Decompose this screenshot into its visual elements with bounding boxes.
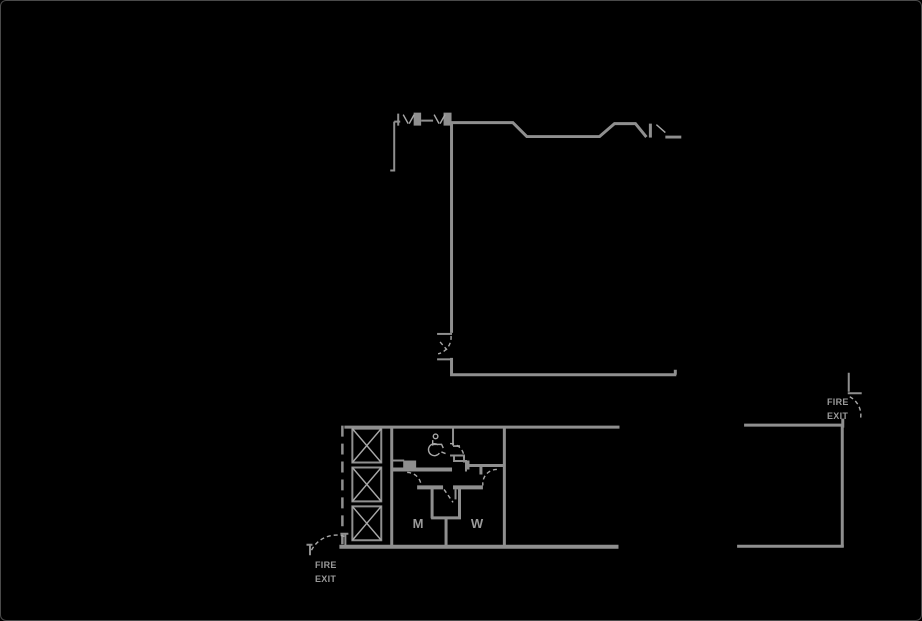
mid-door-swing-arc [437, 335, 452, 355]
upper-floor-outline [390, 112, 682, 172]
restroom-walls [391, 426, 504, 548]
fire-exit-lower-swing [310, 534, 345, 551]
womens-restroom-label: W [470, 516, 484, 531]
fire-exit-upper-jamb [847, 372, 862, 395]
corridor-east-wall [450, 357, 677, 377]
east-room-walls [737, 423, 844, 548]
outline-left-wall [390, 121, 396, 172]
elevator-box [351, 466, 383, 503]
acc-wc-wall [452, 426, 461, 448]
fire-exit-lower-line1: FIRE [315, 560, 337, 570]
entry-pier-mid [413, 112, 422, 126]
elevator-shaft-1 [351, 427, 383, 464]
elevator-x-symbol [351, 467, 382, 502]
fire-exit-upper-line1: FIRE [827, 397, 849, 407]
elevator-x-symbol [351, 505, 382, 541]
elevator-shafts [351, 427, 383, 542]
wheelchair-head [432, 433, 439, 440]
fire-exit-upper-swing [849, 396, 862, 418]
stall-door-bracket [453, 454, 467, 472]
corridor-wall-and-door [437, 122, 677, 377]
wheelchair-accessible-icon [427, 433, 446, 457]
fire-exit-upper-line2: EXIT [827, 411, 849, 421]
elevator-box [351, 505, 383, 542]
wheelchair-foot [441, 451, 446, 455]
elevator-x-symbol [351, 428, 382, 463]
entry-pier-right [443, 112, 452, 126]
mens-restroom-label: M [412, 516, 424, 531]
fire-exit-label-upper: FIRE EXIT [827, 395, 849, 423]
elevator-shaft-3 [351, 505, 383, 542]
womens-door-swing [482, 468, 497, 486]
core-walls [339, 425, 620, 549]
mid-door-leaf [439, 341, 448, 351]
restroom-upper-wall-right [466, 460, 504, 475]
wheelchair-wheel [427, 443, 440, 457]
elevator-shaft-2 [351, 466, 383, 503]
entry-head-wall [394, 119, 434, 123]
outline-top-wall [451, 121, 648, 139]
fire-exit-lower-line2: EXIT [315, 574, 337, 584]
mens-door-swing [407, 471, 422, 486]
vestibule-door-leaf [443, 489, 454, 503]
fire-exit-label-lower: FIRE EXIT [315, 558, 337, 586]
fire-exit-lower-door [306, 532, 349, 556]
elevator-box [351, 427, 383, 464]
fire-exit-lower-jamb-right [340, 532, 349, 549]
acc-wc-door-swing [449, 442, 465, 458]
door-leaf-top-right [655, 124, 666, 134]
vestibule-walls [430, 488, 461, 520]
plumbing-chase-block [403, 460, 417, 471]
door-swing-v-right [433, 114, 446, 124]
fire-exit-lower-jamb-left [306, 543, 313, 556]
restroom-door-swings [407, 442, 497, 503]
door-swing-v-left [402, 114, 415, 124]
